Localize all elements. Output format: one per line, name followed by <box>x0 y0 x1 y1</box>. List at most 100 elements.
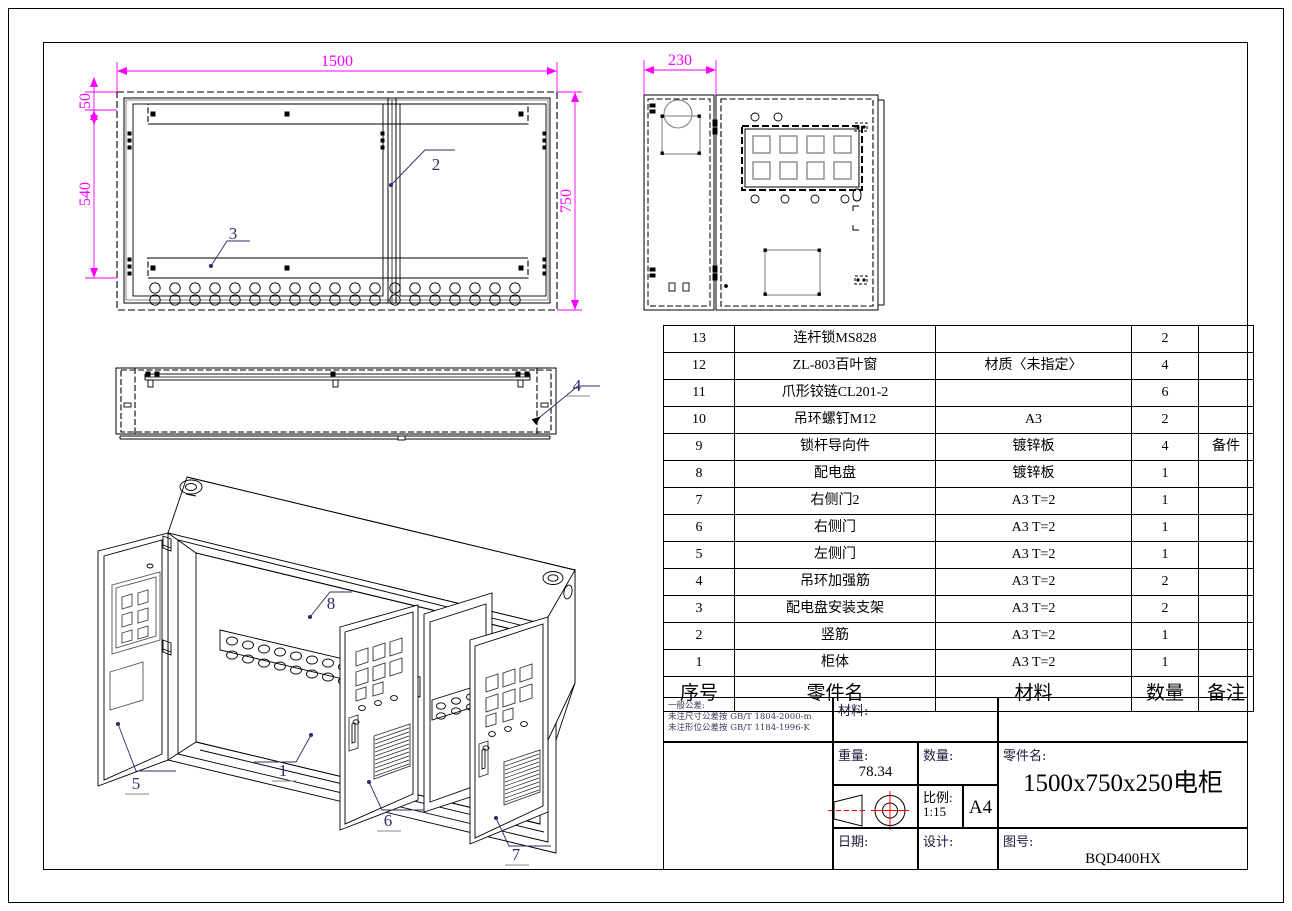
sheet-outer-border <box>8 8 1284 903</box>
bom-cell-name: 右侧门2 <box>734 487 936 515</box>
bom-cell-no: 11 <box>663 379 735 407</box>
designer-label: 设计: <box>923 835 954 850</box>
bom-cell-qty: 1 <box>1131 622 1199 650</box>
projection-symbol-cell <box>833 785 918 828</box>
bom-cell-no: 13 <box>663 325 735 353</box>
quantity-label: 数量: <box>923 749 954 764</box>
bom-cell-remark <box>1198 379 1254 407</box>
bom-cell-qty: 1 <box>1131 514 1199 542</box>
bom-table: 13 连杆锁MS828 2 12 ZL-803百叶窗 材质〈未指定〉 4 11 … <box>663 325 1254 712</box>
notes-blank-cell <box>663 742 833 870</box>
bom-cell-name: 吊环螺钉M12 <box>734 406 936 434</box>
weight-cell: 重量: 78.34 <box>833 742 918 785</box>
table-row: 3 配电盘安装支架 A3 T=2 2 <box>663 595 1254 623</box>
bom-cell-name: 锁杆导向件 <box>734 433 936 461</box>
table-row: 12 ZL-803百叶窗 材质〈未指定〉 4 <box>663 352 1254 380</box>
bom-cell-material: 镀锌板 <box>935 460 1132 488</box>
table-row: 9 锁杆导向件 镀锌板 4 备件 <box>663 433 1254 461</box>
bom-header-name: 零件名 <box>734 676 936 712</box>
table-row: 5 左侧门 A3 T=2 1 <box>663 541 1254 569</box>
bom-header-remark: 备注 <box>1198 676 1254 712</box>
bom-cell-material: 镀锌板 <box>935 433 1132 461</box>
quantity-cell: 数量: <box>918 742 998 785</box>
date-cell: 日期: <box>833 828 918 870</box>
bom-cell-remark <box>1198 568 1254 596</box>
part-name-label: 零件名: <box>1003 749 1047 764</box>
table-row: 6 右侧门 A3 T=2 1 <box>663 514 1254 542</box>
weight-label: 重量: <box>838 749 869 764</box>
drawing-no-cell: 图号: BQD400HX <box>998 828 1248 870</box>
drawing-no-label: 图号: <box>1003 835 1034 850</box>
bom-cell-remark <box>1198 514 1254 542</box>
bom-cell-no: 3 <box>663 595 735 623</box>
bom-cell-no: 9 <box>663 433 735 461</box>
bom-header-no: 序号 <box>663 676 735 712</box>
bom-cell-remark <box>1198 325 1254 353</box>
tolerance-line-1: 未注尺寸公差按 GB/T 1804-2000-m <box>668 712 812 722</box>
bom-cell-material: A3 T=2 <box>935 514 1132 542</box>
tolerance-note-cell: 一般公差: 未注尺寸公差按 GB/T 1804-2000-m 未注形位公差按 G… <box>663 697 833 742</box>
bom-cell-qty: 1 <box>1131 487 1199 515</box>
bom-cell-qty: 1 <box>1131 649 1199 677</box>
bom-cell-name: 右侧门 <box>734 514 936 542</box>
bom-cell-name: ZL-803百叶窗 <box>734 352 936 380</box>
bom-header-qty: 数量 <box>1131 676 1199 712</box>
bom-cell-qty: 2 <box>1131 406 1199 434</box>
bom-cell-remark <box>1198 649 1254 677</box>
bom-cell-remark <box>1198 541 1254 569</box>
bom-cell-material: 材质〈未指定〉 <box>935 352 1132 380</box>
table-row: 1 柜体 A3 T=2 1 <box>663 649 1254 677</box>
bom-cell-no: 12 <box>663 352 735 380</box>
table-row: 8 配电盘 镀锌板 1 <box>663 460 1254 488</box>
bom-cell-no: 7 <box>663 487 735 515</box>
bom-cell-qty: 4 <box>1131 433 1199 461</box>
bom-cell-name: 连杆锁MS828 <box>734 325 936 353</box>
bom-cell-remark <box>1198 460 1254 488</box>
tolerance-title: 一般公差: <box>668 701 705 711</box>
bom-cell-remark: 备件 <box>1198 433 1254 461</box>
bom-cell-name: 竖筋 <box>734 622 936 650</box>
bom-cell-name: 左侧门 <box>734 541 936 569</box>
table-row: 4 吊环加强筋 A3 T=2 2 <box>663 568 1254 596</box>
bom-cell-name: 爪形铰链CL201-2 <box>734 379 936 407</box>
bom-cell-qty: 2 <box>1131 325 1199 353</box>
bom-cell-remark <box>1198 406 1254 434</box>
material-label: 材料: <box>838 704 869 719</box>
bom-cell-material: A3 T=2 <box>935 568 1132 596</box>
format-value: A4 <box>968 797 993 818</box>
bom-cell-material: A3 T=2 <box>935 622 1132 650</box>
bom-cell-qty: 1 <box>1131 541 1199 569</box>
scale-cell: 比例: 1:15 <box>918 785 963 828</box>
bom-cell-no: 8 <box>663 460 735 488</box>
format-cell: A4 <box>963 785 998 828</box>
table-row: 7 右侧门2 A3 T=2 1 <box>663 487 1254 515</box>
part-name-value: 1500x750x250电柜 <box>1022 770 1223 797</box>
bom-cell-material: A3 T=2 <box>935 487 1132 515</box>
part-name-cell: 零件名: 1500x750x250电柜 <box>998 742 1248 828</box>
bom-cell-material: A3 T=2 <box>935 649 1132 677</box>
bom-cell-qty: 6 <box>1131 379 1199 407</box>
bom-header-material: 材料 <box>935 676 1132 712</box>
bom-cell-material <box>935 325 1132 353</box>
bom-cell-remark <box>1198 595 1254 623</box>
bom-cell-material: A3 T=2 <box>935 595 1132 623</box>
bom-cell-material: A3 <box>935 406 1132 434</box>
bom-cell-qty: 2 <box>1131 595 1199 623</box>
table-row: 2 竖筋 A3 T=2 1 <box>663 622 1254 650</box>
bom-body: 13 连杆锁MS828 2 12 ZL-803百叶窗 材质〈未指定〉 4 11 … <box>663 325 1254 712</box>
approval-blank-cell <box>998 697 1248 742</box>
bom-cell-remark <box>1198 352 1254 380</box>
bom-cell-no: 5 <box>663 541 735 569</box>
bom-cell-no: 1 <box>663 649 735 677</box>
designer-cell: 设计: <box>918 828 998 870</box>
weight-value: 78.34 <box>858 764 893 780</box>
bom-cell-name: 配电盘安装支架 <box>734 595 936 623</box>
scale-label: 比例: <box>923 790 953 805</box>
scale-value: 1:15 <box>923 804 947 819</box>
bom-cell-qty: 4 <box>1131 352 1199 380</box>
bom-cell-no: 6 <box>663 514 735 542</box>
bom-cell-remark <box>1198 487 1254 515</box>
table-row: 10 吊环螺钉M12 A3 2 <box>663 406 1254 434</box>
table-row: 11 爪形铰链CL201-2 6 <box>663 379 1254 407</box>
bom-cell-name: 柜体 <box>734 649 936 677</box>
